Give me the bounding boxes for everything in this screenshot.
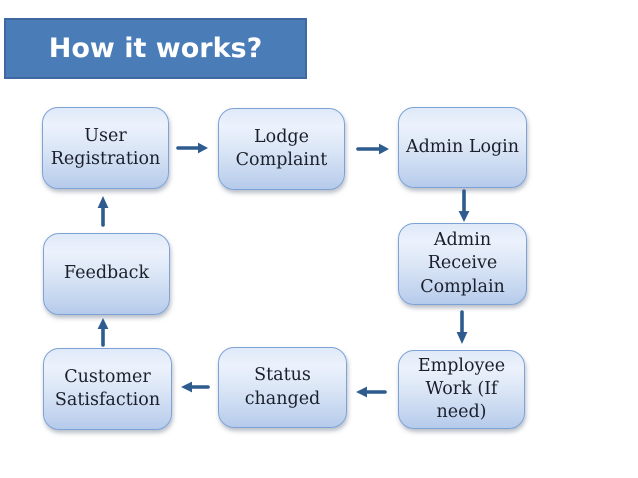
node-user-registration: User Registration xyxy=(42,107,169,189)
node-admin-receive-complain: Admin Receive Complain xyxy=(398,223,527,305)
node-status-changed: Status changed xyxy=(218,347,347,428)
node-admin-login: Admin Login xyxy=(398,107,527,188)
node-customer-satisfaction: Customer Satisfaction xyxy=(43,348,172,430)
arrow-customer-satisfaction-to-feedback xyxy=(97,318,109,347)
node-label: Lodge Complaint xyxy=(235,126,328,170)
node-employee-work: Employee Work (If need) xyxy=(398,350,525,429)
arrow-lodge-complaint-to-admin-login xyxy=(356,143,389,155)
arrow-admin-receive-complain-to-employee-work xyxy=(456,310,468,344)
node-label: Admin Login xyxy=(405,136,520,157)
node-label: Status changed xyxy=(244,365,321,409)
node-label: Admin Receive Complain xyxy=(420,230,505,297)
node-label: Employee Work (If need) xyxy=(417,355,506,423)
arrow-employee-work-to-status-changed xyxy=(356,386,387,398)
node-lodge-complaint: Lodge Complaint xyxy=(218,108,345,190)
node-label: Customer Satisfaction xyxy=(54,366,161,410)
page-title: How it works? xyxy=(4,18,307,79)
node-label: User Registration xyxy=(50,125,161,169)
arrow-user-registration-to-lodge-complaint xyxy=(176,142,208,154)
node-label: Feedback xyxy=(63,263,150,284)
arrow-feedback-to-user-registration xyxy=(97,196,109,227)
arrow-status-changed-to-customer-satisfaction xyxy=(181,381,210,393)
arrow-admin-login-to-admin-receive-complain xyxy=(458,189,470,222)
node-feedback: Feedback xyxy=(43,233,170,315)
page-title-label: How it works? xyxy=(48,33,263,64)
